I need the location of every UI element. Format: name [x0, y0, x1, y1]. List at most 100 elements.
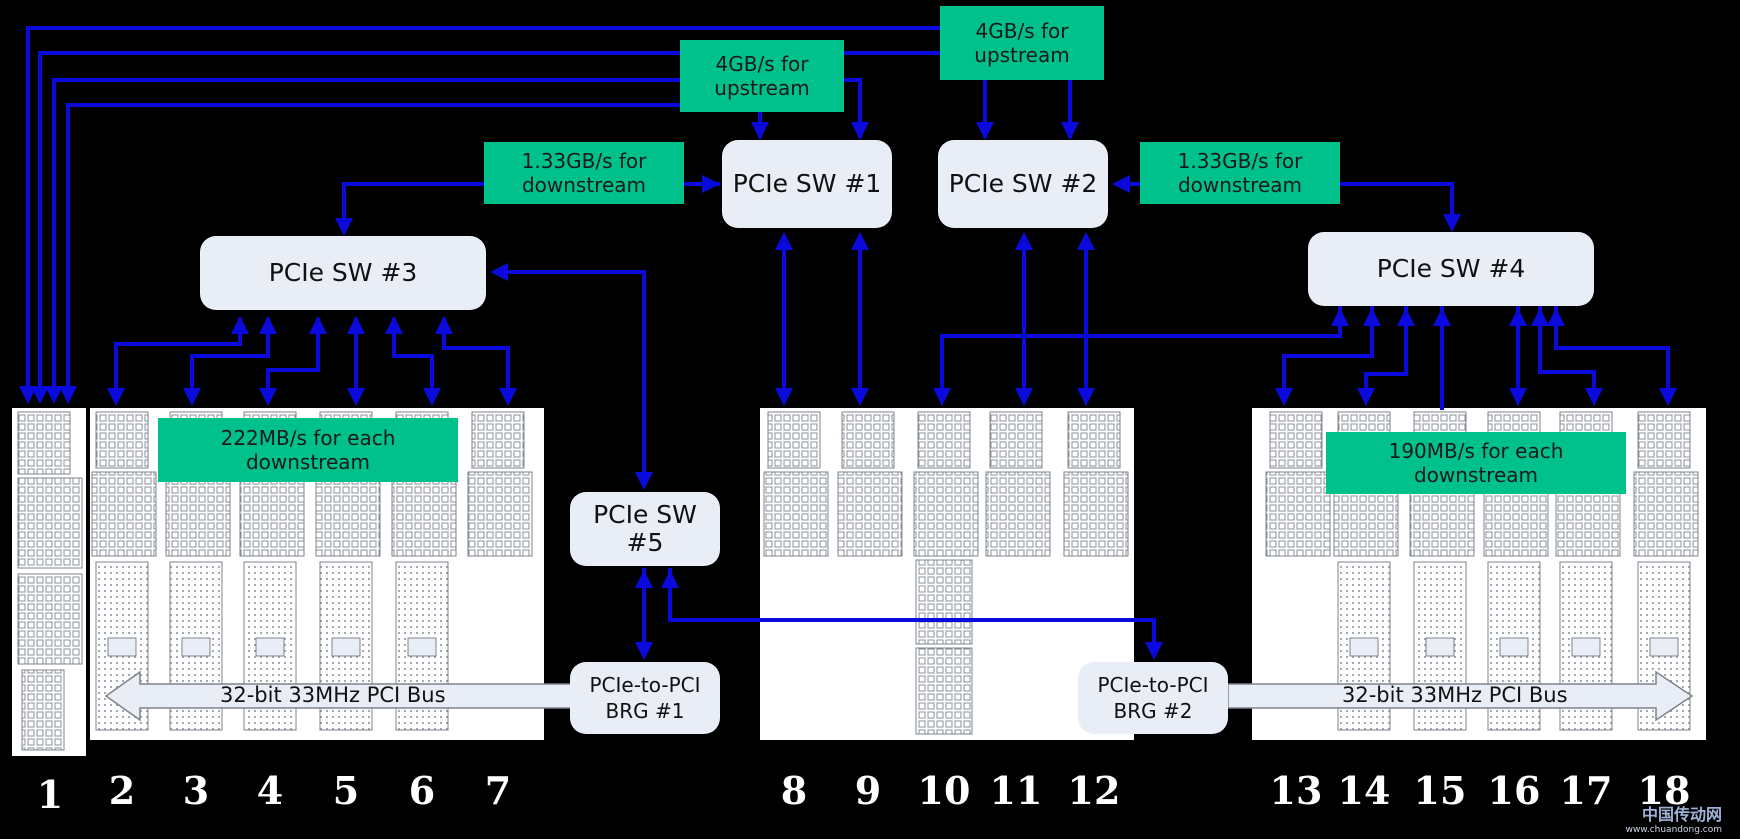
arrowhead [976, 122, 994, 140]
pci-bus-label-right: 32-bit 33MHz PCI Bus [1342, 683, 1568, 707]
arrowhead [751, 122, 769, 140]
card-component [1067, 411, 1121, 469]
arrowhead [259, 388, 277, 406]
arrowhead [1145, 642, 1163, 660]
note-each-left: 222MB/s for each downstream [158, 418, 458, 482]
pcie-switch-4: PCIe SW #4 [1308, 232, 1594, 306]
card-component [1571, 637, 1601, 657]
card-component [315, 471, 381, 557]
arrowhead [1509, 308, 1527, 326]
arrowhead [1061, 122, 1079, 140]
arrowhead [661, 570, 679, 588]
card-component [763, 471, 829, 557]
arrowhead [31, 386, 49, 404]
arrowhead [635, 570, 653, 588]
card-graphics [17, 411, 83, 751]
card-component [1269, 411, 1323, 469]
arrowhead [309, 316, 327, 334]
arrowhead [1443, 214, 1461, 232]
arrowhead [1363, 308, 1381, 326]
card-component [181, 637, 211, 657]
arrowhead [490, 263, 508, 281]
pcie-switch-2: PCIe SW #2 [938, 140, 1108, 228]
arrowhead [347, 388, 365, 406]
arrowhead [423, 388, 441, 406]
arrowhead [347, 316, 365, 334]
arrowhead [107, 388, 125, 406]
pci-bus-label-left: 32-bit 33MHz PCI Bus [220, 683, 446, 707]
pcie-to-pci-bridge-1: PCIe-to-PCI BRG #1 [570, 662, 720, 734]
arrowhead [1509, 388, 1527, 406]
card-component [95, 411, 149, 469]
card-component [915, 647, 973, 735]
card-component [917, 411, 971, 469]
slot-number-2: 2 [108, 768, 136, 813]
pcie-switch-1: PCIe SW #1 [722, 140, 892, 228]
slot-number-4: 4 [256, 768, 284, 813]
slot-number-11: 11 [989, 768, 1043, 813]
arrowhead [1585, 388, 1603, 406]
card-component [915, 559, 973, 645]
arrowhead [1531, 308, 1549, 326]
slot-number-7: 7 [484, 768, 512, 813]
card-component [1633, 471, 1699, 557]
pcie-switch-5: PCIe SW #5 [570, 492, 720, 566]
arrowhead [775, 388, 793, 406]
card-component [1265, 471, 1331, 557]
arrowhead [59, 386, 77, 404]
card-component [841, 411, 895, 469]
card-component [107, 637, 137, 657]
slot-number-5: 5 [332, 768, 360, 813]
card-component [255, 637, 285, 657]
card-component [407, 637, 437, 657]
card-component [1649, 637, 1679, 657]
arrowhead [1077, 388, 1095, 406]
card-component [331, 637, 361, 657]
card-component [767, 411, 821, 469]
slot-number-13: 13 [1269, 768, 1323, 813]
arrowhead [851, 232, 869, 250]
slot-number-18: 18 [1637, 768, 1691, 813]
slot-number-15: 15 [1413, 768, 1467, 813]
card-component [471, 411, 525, 469]
arrowhead [335, 218, 353, 236]
note-downstream-right: 1.33GB/s for downstream [1140, 142, 1340, 204]
watermark: 中国传动网 www.chuandong.com [1626, 801, 1722, 835]
arrowhead [851, 388, 869, 406]
card-component [1063, 471, 1129, 557]
slot-number-10: 10 [917, 768, 971, 813]
card-component [989, 411, 1043, 469]
arrowhead [635, 642, 653, 660]
arrowhead [435, 316, 453, 334]
arrowhead [702, 175, 720, 193]
watermark-mark: 中国传动网 [1641, 805, 1722, 824]
arrowhead [385, 316, 403, 334]
arrowhead [851, 122, 869, 140]
slot-number-3: 3 [182, 768, 210, 813]
card-component [985, 471, 1051, 557]
slot-number-16: 16 [1487, 768, 1541, 813]
arrowhead [1015, 232, 1033, 250]
pci-bus-arrows [104, 670, 1694, 722]
watermark-url: www.chuandong.com [1625, 825, 1722, 835]
card-component [91, 471, 157, 557]
slot-number-8: 8 [780, 768, 808, 813]
arrowhead [1275, 388, 1293, 406]
slot-number-1: 1 [36, 772, 64, 817]
card-component [1425, 637, 1455, 657]
slot-number-6: 6 [408, 768, 436, 813]
slot-number-9: 9 [854, 768, 882, 813]
arrowhead [231, 316, 249, 334]
note-upstream-left: 4GB/s for upstream [680, 40, 844, 112]
card-component [1349, 637, 1379, 657]
card-component [837, 471, 903, 557]
card-component [1637, 411, 1691, 469]
card-component [391, 471, 457, 557]
arrowhead [1547, 308, 1565, 326]
note-each-right: 190MB/s for each downstream [1326, 432, 1626, 494]
card-component [239, 471, 305, 557]
pcie-switch-3: PCIe SW #3 [200, 236, 486, 310]
arrowhead [933, 388, 951, 406]
